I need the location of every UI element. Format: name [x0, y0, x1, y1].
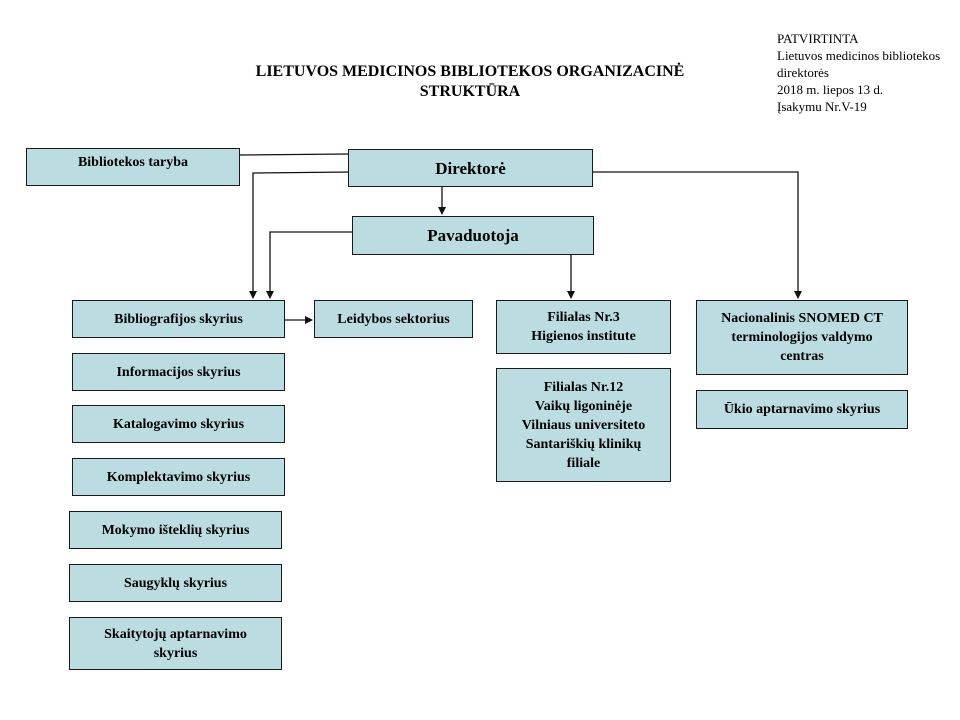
node-label: Skaitytojų aptarnavimo skyrius [104, 626, 247, 661]
node-katalogavimo-skyrius[interactable]: Katalogavimo skyrius [72, 405, 285, 443]
node-label: Filialas Nr.3 Higienos institute [531, 310, 636, 344]
connector-direktore-snomed [593, 171, 802, 299]
connector-taryba-direktore [238, 153, 349, 156]
node-label: Nacionalinis SNOMED CT terminologijos va… [721, 311, 883, 364]
node-saugyklu-skyrius[interactable]: Saugyklų skyrius [69, 564, 282, 602]
node-filialas-3[interactable]: Filialas Nr.3 Higienos institute [496, 300, 671, 354]
node-label: Saugyklų skyrius [123, 575, 228, 591]
node-direktore[interactable]: Direktorė [348, 149, 593, 187]
node-label: Leidybos sektorius [337, 311, 450, 327]
node-label: Komplektavimo skyrius [106, 469, 251, 485]
node-leidybos-sektorius[interactable]: Leidybos sektorius [314, 300, 473, 338]
approval-note: PATVIRTINTA Lietuvos medicinos bibliotek… [777, 31, 941, 114]
node-label: Pavaduotoja [427, 226, 519, 245]
node-komplektavimo-skyrius[interactable]: Komplektavimo skyrius [72, 458, 285, 496]
node-ukio-aptarnavimo-skyrius[interactable]: Ūkio aptarnavimo skyrius [696, 390, 908, 429]
node-label: Mokymo išteklių skyrius [101, 522, 250, 538]
node-label: Katalogavimo skyrius [112, 416, 245, 432]
node-label: Direktorė [435, 158, 506, 178]
node-label: Filialas Nr.12 Vaikų ligoninėje Vilniaus… [521, 379, 646, 471]
node-bibliotekos-taryba[interactable]: Bibliotekos taryba [26, 148, 240, 186]
node-snomed-centras[interactable]: Nacionalinis SNOMED CT terminologijos va… [696, 300, 908, 375]
node-filialas-12[interactable]: Filialas Nr.12 Vaikų ligoninėje Vilniaus… [496, 368, 671, 482]
node-informacijos-skyrius[interactable]: Informacijos skyrius [72, 353, 285, 391]
node-label: Bibliografijos skyrius [114, 311, 243, 327]
connector-direktore-bibliografijos [249, 171, 353, 299]
page-title: LIETUVOS MEDICINOS BIBLIOTEKOS ORGANIZAC… [255, 63, 685, 100]
node-label: Informacijos skyrius [116, 364, 241, 380]
node-mokymo-istekliu-skyrius[interactable]: Mokymo išteklių skyrius [69, 511, 282, 549]
node-label: Bibliotekos taryba [77, 154, 189, 170]
node-label: Ūkio aptarnavimo skyrius [723, 402, 881, 417]
node-pavaduotoja[interactable]: Pavaduotoja [352, 216, 594, 255]
node-skaitytoju-aptarnavimo-skyrius[interactable]: Skaitytojų aptarnavimo skyrius [69, 617, 282, 670]
node-bibliografijos-skyrius[interactable]: Bibliografijos skyrius [72, 300, 285, 338]
connector-pavaduotoja-bibliografijos [266, 231, 352, 299]
